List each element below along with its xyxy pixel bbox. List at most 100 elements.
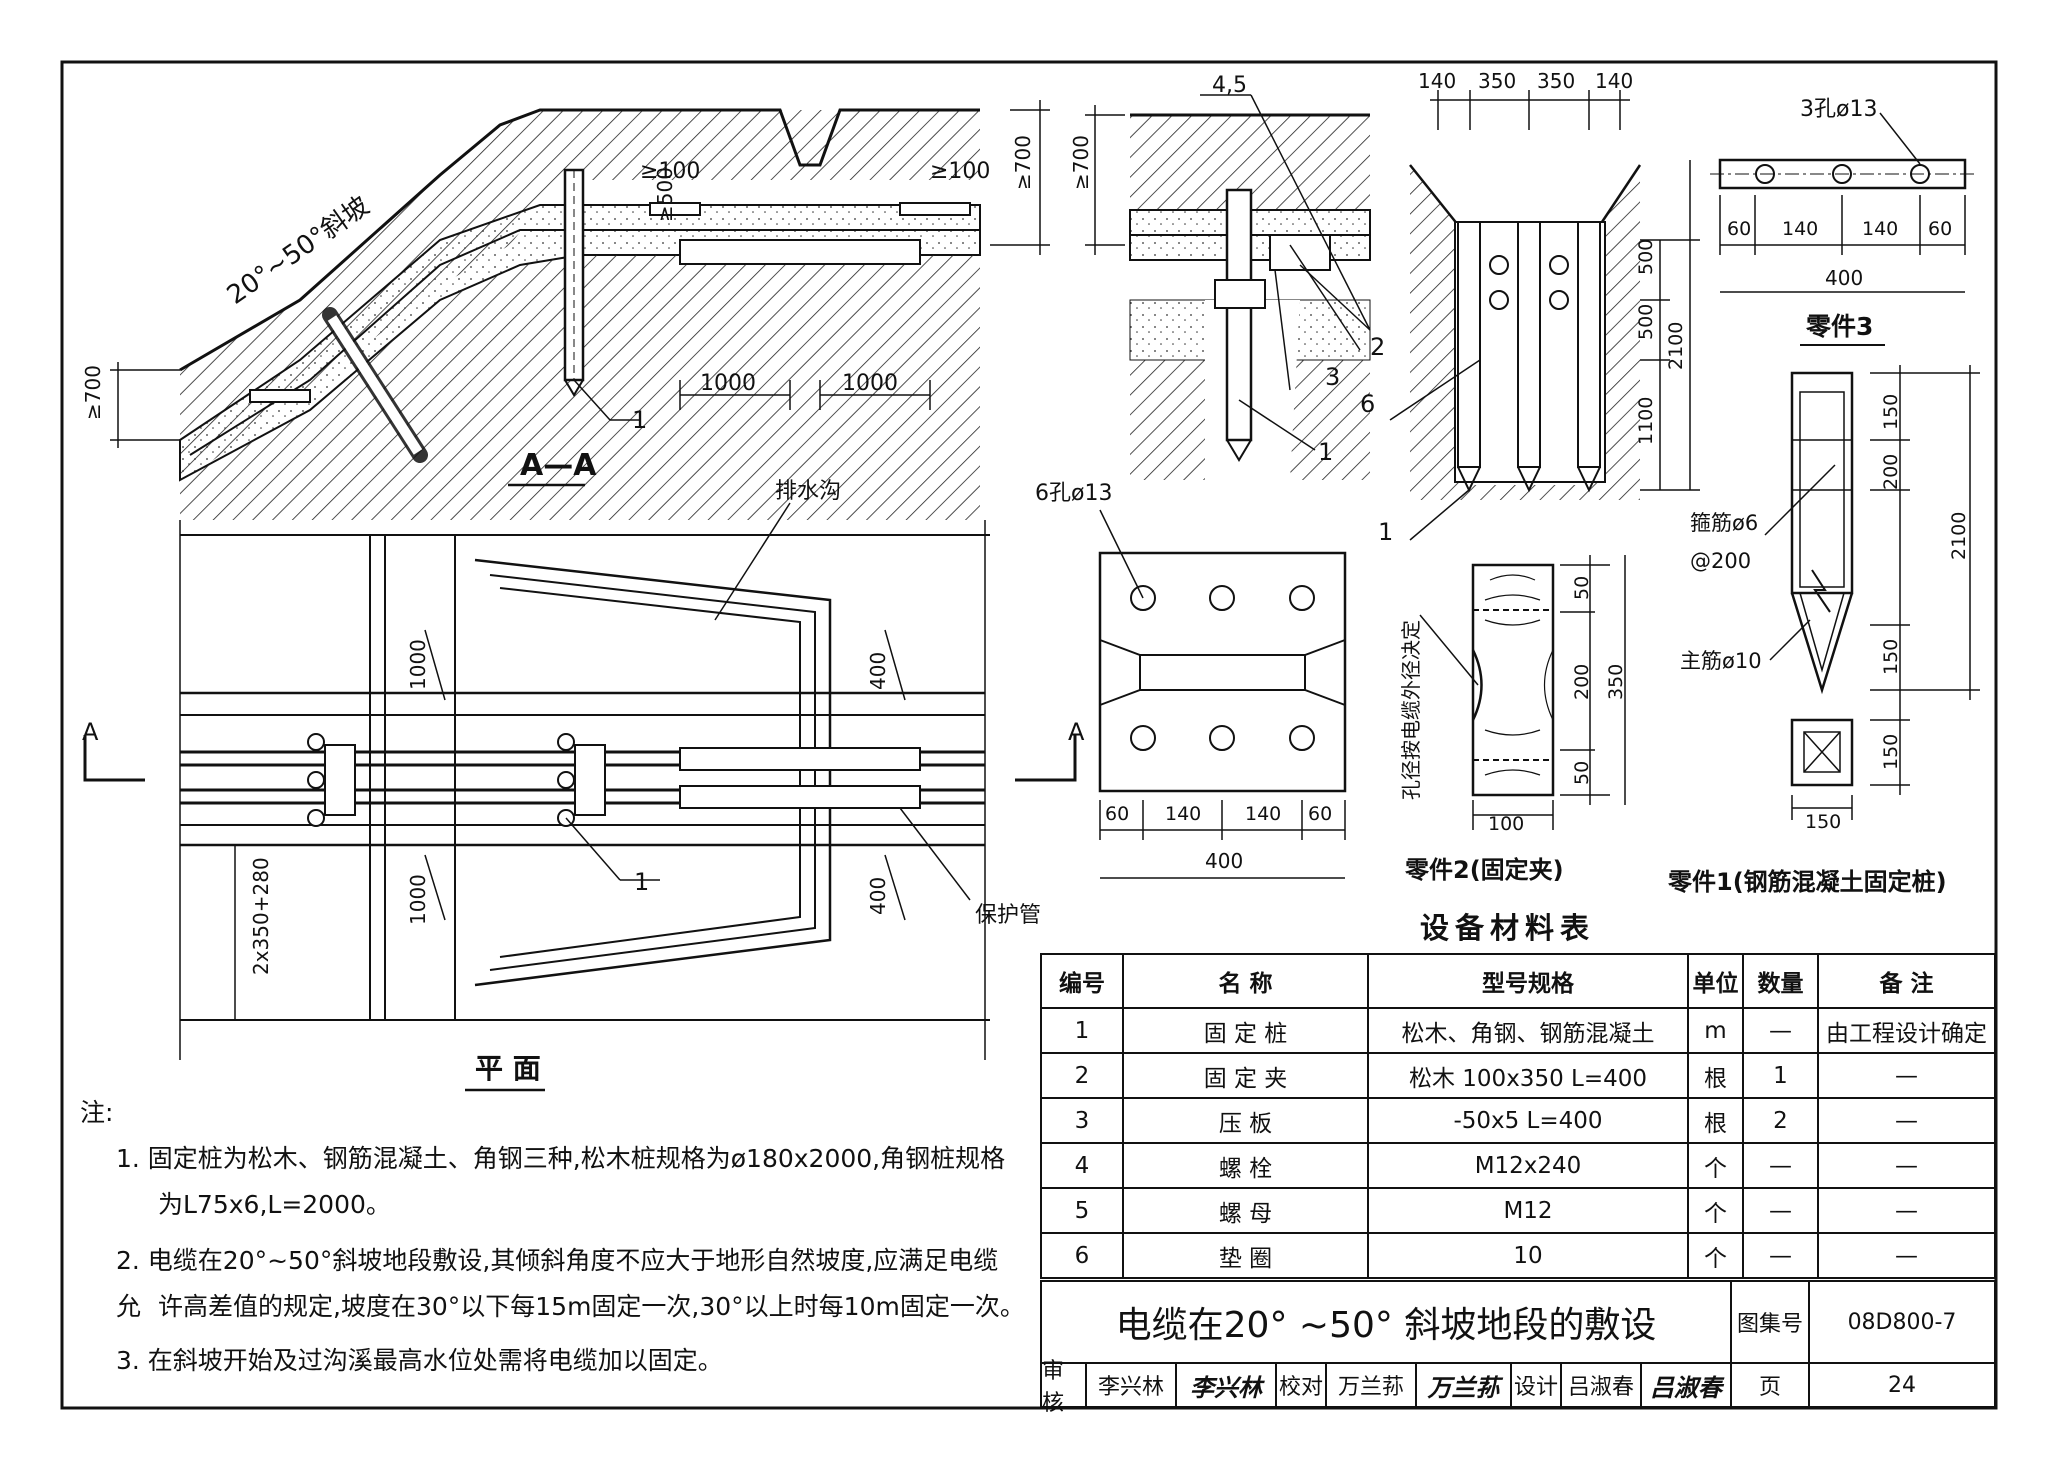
dim-2x350: 2x350+280	[249, 857, 273, 975]
part2-title: 零件2(固定夹)	[1404, 856, 1564, 884]
detail-section	[1085, 94, 1371, 480]
plate-drawing	[1098, 509, 1347, 879]
part1-width: 150	[1805, 811, 1841, 833]
callout-1-plan: 1	[634, 868, 649, 896]
plate-holes: 6孔ø13	[1035, 481, 1112, 506]
cell: 固 定 夹	[1122, 1052, 1369, 1099]
part2-width: 100	[1488, 813, 1524, 835]
part1-main-bar: 主筋ø10	[1680, 649, 1762, 673]
part1-stirrup: 箍筋ø6	[1690, 511, 1758, 535]
col-header: 名 称	[1122, 953, 1369, 1009]
cell: 根	[1687, 1097, 1744, 1144]
note-2: 2. 电缆在20°~50°斜坡地段敷设,其倾斜角度不应大于地形自然坡度,应满足电…	[116, 1246, 999, 1321]
cell: 2	[1040, 1052, 1124, 1099]
col-header: 备 注	[1817, 953, 1996, 1009]
cell: 螺 栓	[1122, 1142, 1369, 1189]
cell: m	[1687, 1007, 1744, 1054]
part2-dim-2: 200	[1571, 664, 1593, 700]
cell: 个	[1687, 1142, 1744, 1189]
col-header: 编号	[1040, 953, 1124, 1009]
design-label: 设计	[1512, 1364, 1562, 1406]
cell: 根	[1687, 1052, 1744, 1099]
part2-dim-3: 50	[1571, 761, 1593, 785]
dim-400-b: 400	[866, 877, 890, 915]
section-a-a: A—A 20°~50°斜坡 ≥700 ≥700 ≥100 ≥100 ≥500 1…	[81, 100, 1050, 520]
cell: M12x240	[1367, 1142, 1689, 1189]
reviewer-signature: 李兴林	[1177, 1364, 1277, 1406]
note-3: 3. 在斜坡开始及过沟溪最高水位处需将电缆加以固定。	[116, 1346, 723, 1375]
cell: —	[1742, 1007, 1819, 1054]
part3-holes: 3孔ø13	[1800, 97, 1877, 122]
check-label: 校对	[1277, 1364, 1327, 1406]
plan-label: 平 面	[475, 1052, 541, 1085]
cell: 2	[1742, 1097, 1819, 1144]
callout-1-detail: 1	[1318, 438, 1333, 466]
note-2-cont: 许高差值的规定,坡度在30°以下每15m固定一次,30°以上时每10m固定一次。	[158, 1292, 1025, 1321]
atlas-label: 图集号	[1732, 1282, 1810, 1364]
plan-view	[83, 502, 1077, 1060]
cell: 4	[1040, 1142, 1124, 1189]
part1-drawing	[1764, 365, 1980, 820]
reviewer: 李兴林	[1087, 1364, 1177, 1406]
dim-1000-a: 1000	[700, 371, 756, 396]
dim-min700-c: ≥700	[1069, 135, 1093, 190]
part3-dim-1: 60	[1727, 218, 1751, 240]
part1-dim-2: 200	[1880, 454, 1902, 490]
cell: 10	[1367, 1232, 1689, 1279]
callout-1-pile: 1	[1378, 518, 1393, 546]
cell: —	[1742, 1232, 1819, 1279]
cell: —	[1742, 1187, 1819, 1234]
dim-min700-a: ≥700	[81, 365, 105, 420]
drain-label: 排水沟	[775, 479, 841, 504]
cell: 6	[1040, 1232, 1124, 1279]
pile-top-dim-1: 140	[1418, 69, 1456, 93]
cut-label-left: A	[82, 718, 99, 746]
cell: 3	[1040, 1097, 1124, 1144]
pile-side-dim-2: 500	[1635, 304, 1657, 340]
plate-dim-1: 60	[1105, 803, 1129, 825]
note-1-cont: 为L75x6,L=2000。	[158, 1190, 391, 1219]
dim-1000-d: 1000	[406, 874, 430, 925]
page-no: 24	[1888, 1372, 1916, 1398]
cell: 松木、角钢、钢筋混凝土	[1367, 1007, 1689, 1054]
cell: —	[1817, 1187, 1996, 1234]
cell: 个	[1687, 1232, 1744, 1279]
plate-dim-4: 60	[1308, 803, 1332, 825]
review-label: 审核	[1042, 1359, 1087, 1416]
cell: —	[1817, 1097, 1996, 1144]
cell: 个	[1687, 1187, 1744, 1234]
pile-top-dim-4: 140	[1595, 69, 1633, 93]
checker-signature: 万兰荪	[1417, 1364, 1512, 1406]
dim-400-a: 400	[866, 652, 890, 690]
part1-total: 2100	[1948, 512, 1970, 560]
cell: —	[1817, 1052, 1996, 1099]
dim-1000-b: 1000	[842, 371, 898, 396]
part3-title: 零件3	[1805, 312, 1873, 341]
section-label: A—A	[520, 448, 597, 483]
cell: M12	[1367, 1187, 1689, 1234]
cut-label-right: A	[1068, 718, 1085, 746]
sheet-frame	[60, 60, 1998, 1410]
designer: 吕淑春	[1562, 1364, 1642, 1406]
cell: 松木 100x350 L=400	[1367, 1052, 1689, 1099]
plate-dim-3: 140	[1245, 803, 1281, 825]
callout-2: 2	[1370, 333, 1385, 361]
callout-3: 3	[1325, 363, 1340, 391]
checker: 万兰荪	[1327, 1364, 1417, 1406]
notes-head: 注:	[80, 1098, 114, 1127]
part1-dim-3: 150	[1880, 639, 1902, 675]
part2-dim-1: 50	[1571, 576, 1593, 600]
col-header: 数量	[1742, 953, 1819, 1009]
page-label: 页	[1732, 1364, 1810, 1406]
title-block: 电缆在20° ~50° 斜坡地段的敷设 图集号 08D800-7 审核 李兴林 …	[1040, 1280, 1996, 1416]
callout-6: 6	[1360, 390, 1375, 418]
dim-min100-a: ≥100	[640, 159, 700, 184]
cell: -50x5 L=400	[1367, 1097, 1689, 1144]
cell: —	[1742, 1142, 1819, 1189]
part1-dim-4: 150	[1880, 734, 1902, 770]
cell: 5	[1040, 1187, 1124, 1234]
